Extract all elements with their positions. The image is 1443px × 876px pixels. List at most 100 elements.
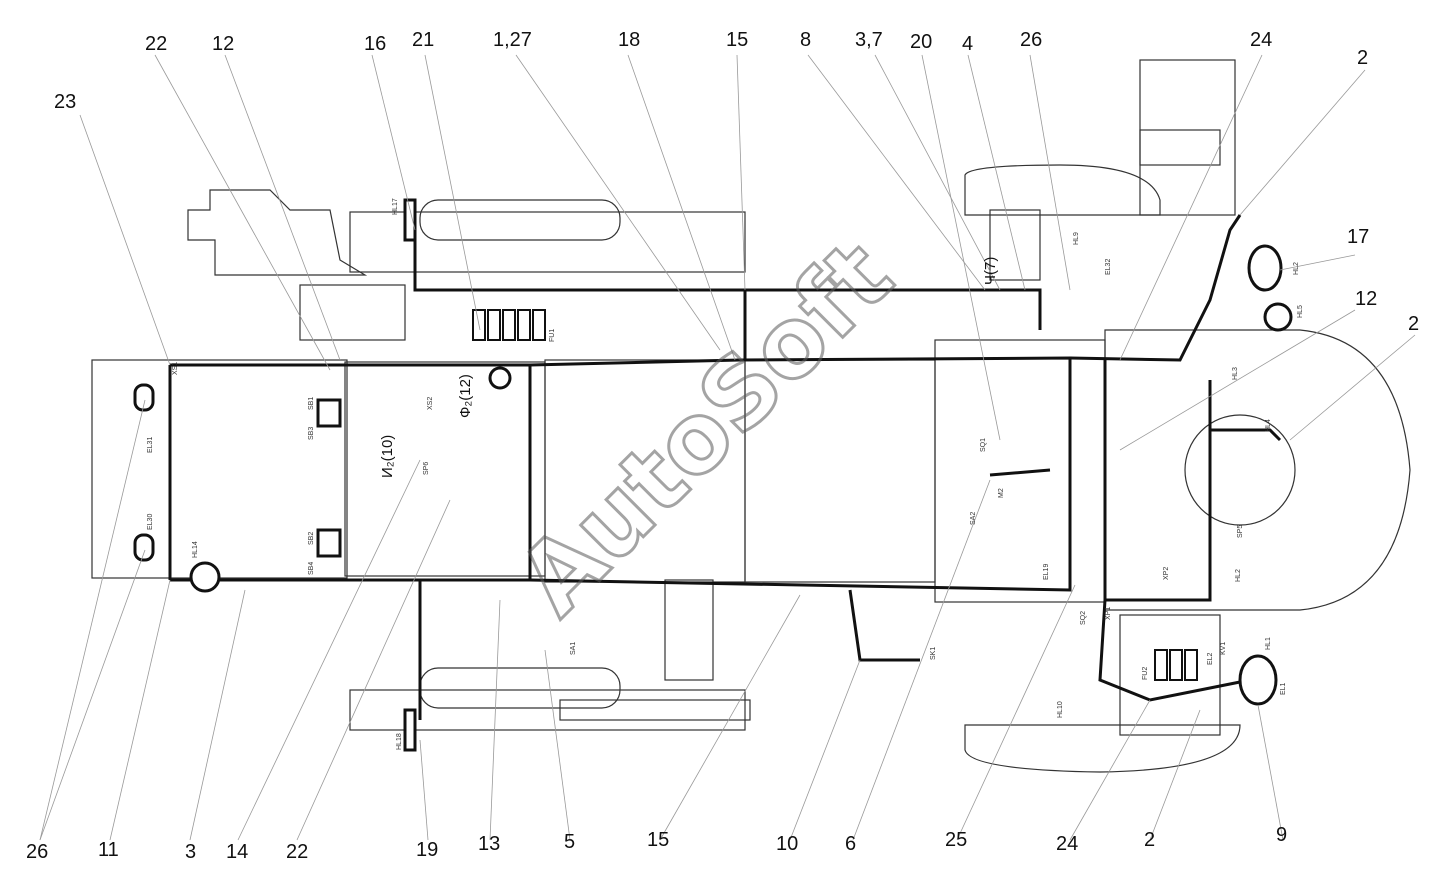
component-label: HL3: [1232, 367, 1239, 380]
component-label: SQ1: [980, 438, 987, 452]
harness-fan-branch: [1210, 428, 1282, 442]
component-label: EL19: [1043, 564, 1050, 580]
callout-top: 3,7: [855, 29, 883, 51]
callouts: 22 12 16 21 1,27 18 15 8 3,7 20 4 26 24 …: [26, 29, 1419, 863]
top-side-panel: [349, 211, 746, 273]
block-sb1: [316, 398, 342, 428]
lamp-el31: [133, 383, 155, 412]
block-sb2: [316, 528, 342, 558]
lamp-hl5: [1263, 302, 1293, 332]
callout-bottom: 24: [1056, 833, 1078, 855]
component-label: SQ2: [1080, 611, 1087, 625]
lamps: [133, 198, 1293, 752]
callout-top: 24: [1250, 29, 1272, 51]
lamp-hl17: [403, 198, 417, 242]
component-label: HL9: [1073, 232, 1080, 245]
lamp-el30: [133, 533, 155, 562]
component-label: HL14: [192, 541, 199, 558]
seat-base: [1139, 129, 1221, 166]
component-label: HL10: [1057, 701, 1064, 718]
callout-right: 2: [1408, 313, 1419, 335]
component-label: SB1: [308, 397, 315, 410]
component-label: SA2: [970, 512, 977, 525]
component-label: XS1: [172, 362, 179, 375]
component-label: FU1: [549, 329, 556, 342]
callout-top: 12: [212, 33, 234, 55]
callout-bottom: 22: [286, 841, 308, 863]
component-labels: HL17 HL18 HL14 HL5 HL2 HL1 HL10 HL3 HL4 …: [147, 198, 1304, 750]
callout-top: 20: [910, 31, 932, 53]
bottom-side-panel: [349, 689, 746, 731]
callout-bottom: 14: [226, 841, 248, 863]
callout-bottom: 5: [564, 831, 575, 853]
fan-circle: [1184, 414, 1296, 526]
component-label: EL32: [1105, 259, 1112, 275]
rear-hitch: [187, 189, 368, 276]
callout-top: 4: [962, 33, 973, 55]
callout-top: 26: [1020, 29, 1042, 51]
front-wheel-bottom: [964, 724, 1241, 773]
harness-top-run: [413, 220, 1042, 330]
component-label: FU2: [1142, 667, 1149, 680]
callout-top: 15: [726, 29, 748, 51]
callout-top: 2: [1357, 47, 1368, 69]
callout-bottom: 2: [1144, 829, 1155, 851]
watermark-text: AutoSoft: [497, 220, 914, 637]
step-bottom: [559, 699, 751, 721]
callout-right: 12: [1355, 288, 1377, 310]
callout-bottom: 19: [416, 839, 438, 861]
callout-bottom: 13: [478, 833, 500, 855]
front-hood: [1104, 329, 1411, 611]
callout-bottom: 11: [98, 839, 119, 861]
component-label: EL31: [147, 437, 154, 453]
harness-engine-branch: [989, 468, 1051, 477]
component-label: SA1: [570, 642, 577, 655]
harness-front-up: [1069, 214, 1242, 362]
callout-bottom: 3: [185, 841, 196, 863]
leader-lines: [39, 54, 1416, 841]
component-label: SB3: [308, 427, 315, 440]
harness-rear-loop: [170, 363, 532, 582]
component-label: SP6: [423, 462, 430, 475]
component-label: EL2: [1207, 652, 1214, 665]
lamp-hl2: [1247, 244, 1283, 292]
callout-bottom: 15: [647, 829, 669, 851]
callout-bottom: 26: [26, 841, 48, 863]
component-label: HL1: [1265, 637, 1272, 650]
component-label: EL1: [1280, 682, 1287, 695]
callout-bottom: 25: [945, 829, 967, 851]
component-label: HL5: [1297, 305, 1304, 318]
lamp-rear: [488, 366, 512, 390]
component-label: HL18: [396, 733, 403, 750]
component-label: M2: [998, 488, 1005, 498]
wiring-harness: [168, 214, 1282, 720]
callout-top: 18: [618, 29, 640, 51]
component-label: SK1: [930, 647, 937, 660]
chassis-outline: [91, 59, 1411, 773]
lamp-hl14: [189, 561, 221, 593]
fuse-block: [472, 309, 546, 341]
wire-marks: И₂(10) Ф₂(12) Ч(7): [379, 257, 999, 478]
harness-front-loop: [1103, 360, 1212, 602]
callout-bottom: 9: [1276, 824, 1287, 846]
battery: [664, 579, 714, 681]
rear-wheel-bottom: [419, 667, 621, 709]
callout-top: 16: [364, 33, 386, 55]
callout-top: 8: [800, 29, 811, 51]
component-label: HL4: [1265, 419, 1272, 432]
fuse-block-front: [1154, 649, 1198, 681]
component-label: EL30: [147, 514, 154, 530]
lamp-el1: [1238, 654, 1278, 706]
component-label: HL2: [1235, 569, 1242, 582]
callout-bottom: 10: [776, 833, 798, 855]
component-label: XS2: [427, 397, 434, 410]
callout-top: 21: [412, 29, 434, 51]
component-label: SB4: [308, 562, 315, 575]
wire-mark: И₂(10): [379, 435, 396, 478]
component-label: HL17: [392, 198, 399, 215]
callout-top: 22: [145, 33, 167, 55]
control-block: [989, 209, 1041, 281]
wire-mark: Ф₂(12): [457, 374, 474, 418]
lamp-hl18: [403, 708, 417, 752]
